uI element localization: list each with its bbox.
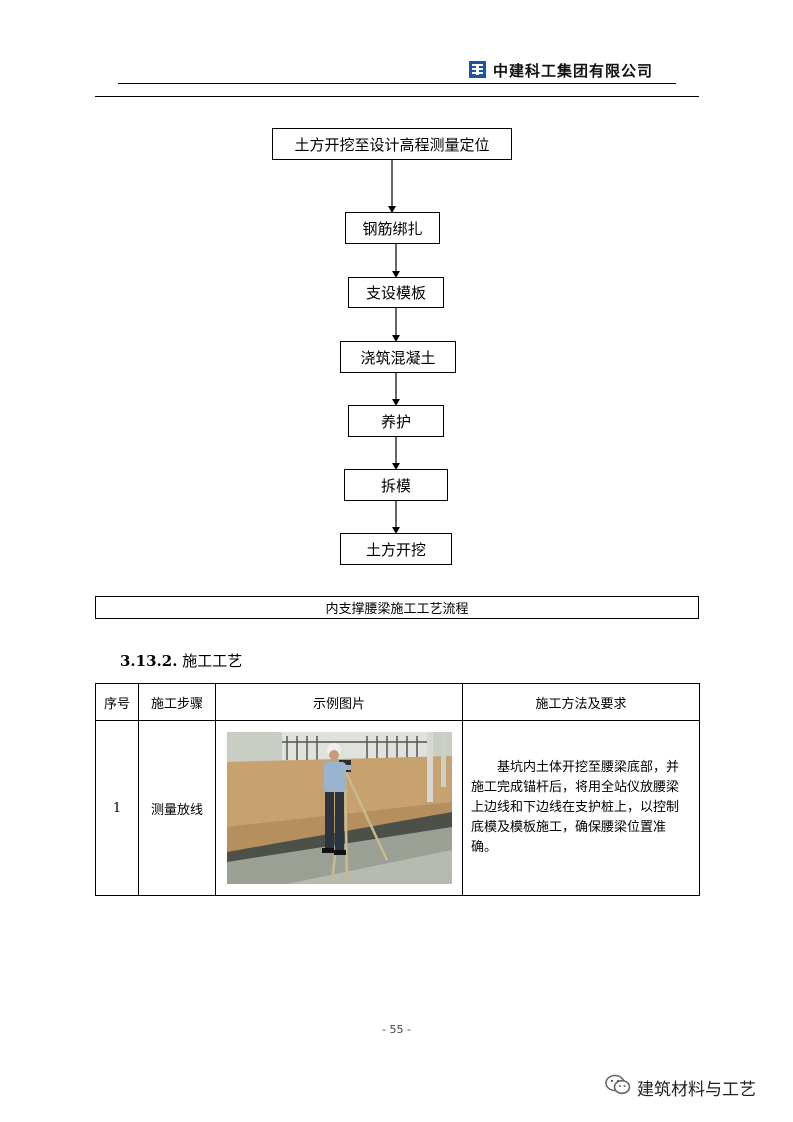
header-rule-top — [118, 83, 676, 84]
watermark-text: 建筑材料与工艺 — [637, 1080, 756, 1100]
table-header-row: 序号 施工步骤 示例图片 施工方法及要求 — [95, 683, 700, 721]
header-index: 序号 — [95, 683, 139, 721]
section-number: 3.13.2. — [120, 652, 178, 670]
method-text: 基坑内土体开挖至腰梁底部，并施工完成锚杆后，将用全站仪放腰梁上边线和下边线在支护… — [471, 760, 680, 855]
row-index: 1 — [95, 720, 139, 896]
company-name: 中建科工集团有限公司 — [493, 62, 654, 80]
watermark: 建筑材料与工艺 — [605, 1074, 756, 1101]
surveyor-photo — [226, 732, 452, 884]
flow-step-2: 钢筋绑扎 — [345, 212, 440, 244]
flow-step-7: 土方开挖 — [340, 533, 452, 565]
row-image-cell — [215, 720, 463, 896]
company-logo-icon — [469, 61, 486, 78]
section-heading: 3.13.2. 施工工艺 — [120, 650, 242, 671]
flow-step-5: 养护 — [348, 405, 444, 437]
flow-caption: 内支撑腰梁施工工艺流程 — [95, 596, 699, 619]
header-step: 施工步骤 — [138, 683, 216, 721]
header-rule-bottom — [95, 96, 699, 97]
header-method: 施工方法及要求 — [462, 683, 700, 721]
table-row: 1 测量放线 — [95, 720, 700, 896]
wechat-icon — [605, 1074, 631, 1101]
flow-step-1: 土方开挖至设计高程测量定位 — [272, 128, 512, 160]
flow-step-6: 拆模 — [344, 469, 448, 501]
row-method: 基坑内土体开挖至腰梁底部，并施工完成锚杆后，将用全站仪放腰梁上边线和下边线在支护… — [462, 720, 700, 896]
section-title: 施工工艺 — [182, 652, 243, 670]
header-image: 示例图片 — [215, 683, 463, 721]
flow-step-3: 支设模板 — [348, 277, 444, 308]
row-step: 测量放线 — [138, 720, 216, 896]
process-table: 序号 施工步骤 示例图片 施工方法及要求 1 测量放线 — [95, 683, 700, 896]
page-number: - 55 - — [382, 1023, 411, 1036]
flow-step-4: 浇筑混凝土 — [340, 341, 456, 373]
